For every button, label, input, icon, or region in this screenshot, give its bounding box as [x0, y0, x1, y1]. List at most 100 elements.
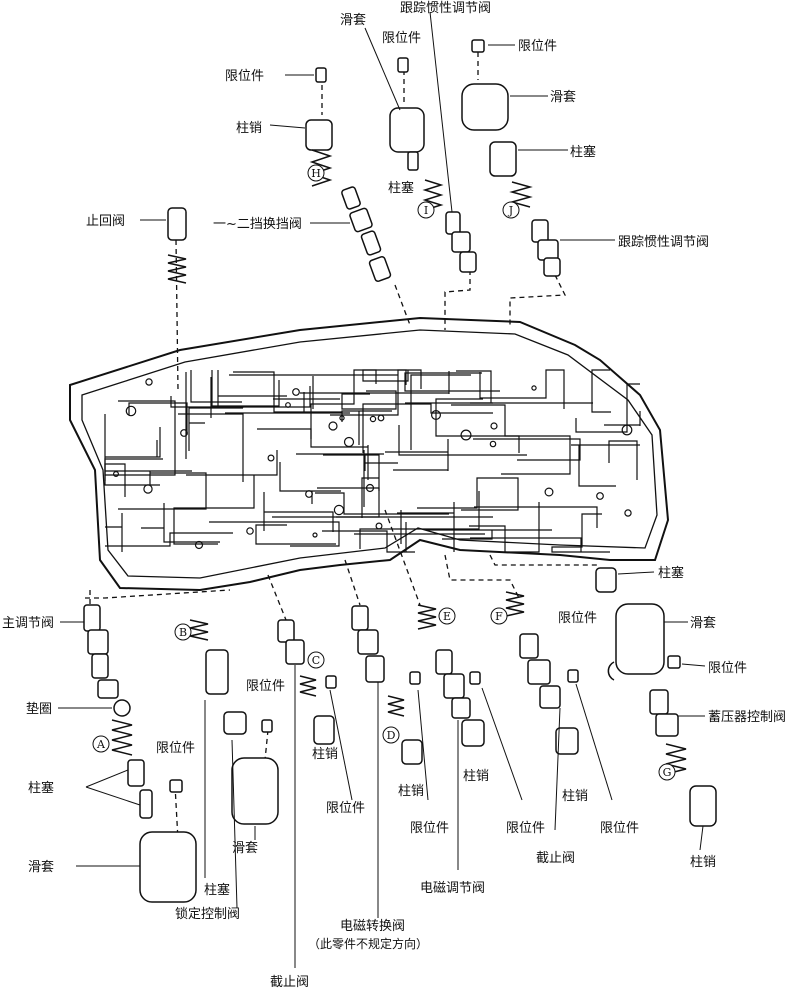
valve-spool-icon: [445, 211, 461, 235]
marker-h: H: [311, 167, 321, 180]
oil-channel: [470, 537, 582, 552]
label-sleeve-right: 滑套: [690, 615, 716, 631]
oil-channel: [451, 404, 571, 475]
bolt-hole: [333, 504, 345, 516]
oil-channel: [233, 371, 342, 413]
bolt-hole: [544, 487, 554, 497]
oil-channel: [473, 438, 581, 461]
plunger-icon: [127, 759, 145, 787]
oil-channels: [104, 369, 641, 553]
pin-icon: [305, 119, 333, 151]
bolt-hole: [328, 421, 338, 431]
valve-spool-icon: [649, 689, 669, 715]
valve-spool-icon: [277, 619, 295, 643]
pin-icon: [313, 715, 335, 745]
pin-icon: [461, 719, 485, 747]
marker-e: E: [443, 610, 451, 623]
bolt-hole: [194, 540, 204, 550]
label-sleeve-j: 滑套: [550, 89, 576, 105]
oil-channel: [426, 529, 552, 540]
stopper-icon: [607, 661, 615, 681]
bolt-hole: [624, 509, 632, 517]
marker-a: A: [96, 738, 106, 751]
oil-channel: [435, 398, 520, 453]
oil-channel: [608, 440, 638, 480]
oil-channel: [322, 530, 415, 553]
label-stopper-right: 限位件: [708, 661, 747, 676]
bolt-hole: [285, 402, 291, 408]
bolt-hole: [143, 484, 153, 494]
spring-icon: [387, 695, 405, 717]
bolt-hole: [490, 422, 498, 430]
label-stopper-j: 限位件: [518, 39, 557, 54]
step-marker-letters: H I J A B C D E F G: [96, 167, 671, 779]
label-stopper-e: 限位件: [506, 821, 545, 836]
bolt-hole: [596, 492, 604, 500]
oil-channel: [551, 513, 610, 553]
label-stopper-f2: 限位件: [600, 821, 639, 836]
label-pin-f: 柱销: [562, 789, 588, 804]
label-stopper-d: 限位件: [410, 821, 449, 836]
part-labels: 滑套 跟踪惯性调节阀 限位件 限位件 限位件 滑套 柱销 柱塞 柱塞 止回阀 一…: [2, 0, 786, 990]
label-stopper-b: 限位件: [246, 679, 285, 694]
sleeve-icon: [389, 107, 425, 153]
marker-j: J: [508, 204, 513, 217]
oil-channel: [178, 413, 244, 482]
label-inertia-valve-right: 跟踪惯性调节阀: [618, 234, 709, 250]
label-no-orientation-note: （此零件不规定方向）: [308, 936, 428, 951]
label-plunger-a: 柱塞: [28, 780, 54, 796]
label-lockup-control-valve: 锁定控制阀: [175, 906, 240, 922]
spring-icon: [505, 591, 525, 617]
oil-channel: [211, 370, 280, 407]
oil-channel: [141, 503, 220, 543]
sleeve-icon: [615, 603, 665, 675]
oil-channel: [417, 477, 519, 511]
oil-channel: [209, 521, 340, 547]
label-cutoff-valve-b: 截止阀: [270, 975, 309, 990]
pin-icon: [555, 727, 579, 755]
bolt-hole: [125, 405, 137, 417]
spring-icon: [299, 675, 317, 697]
components: [83, 39, 717, 903]
plunger-icon: [205, 649, 229, 695]
washer-icon: [113, 699, 131, 717]
label-stopper-c: 限位件: [326, 801, 365, 816]
oil-channel: [341, 390, 397, 410]
marker-i: I: [424, 204, 428, 217]
oil-channel: [263, 492, 334, 532]
bolt-hole: [621, 424, 633, 436]
sleeve-icon: [139, 831, 197, 903]
oil-channel: [128, 402, 188, 435]
oil-channel: [188, 407, 243, 451]
check-valve-icon: [167, 207, 187, 241]
spring-icon: [309, 149, 333, 187]
oil-channel: [257, 428, 369, 480]
label-pin-g: 柱销: [690, 855, 716, 870]
oil-channel: [104, 414, 160, 486]
oil-channel: [341, 410, 392, 445]
label-pin-h: 柱销: [236, 121, 262, 136]
oil-channel: [272, 487, 380, 518]
stopper-icon: [471, 39, 485, 53]
sleeve-icon: [231, 757, 279, 825]
label-washer: 垫圈: [26, 701, 52, 717]
oil-channel: [362, 369, 409, 385]
label-plunger-right: 柱塞: [658, 565, 684, 581]
valve-spool-icon: [435, 649, 453, 675]
oil-channel: [315, 492, 449, 515]
bolt-hole: [460, 429, 472, 441]
label-pin-e: 柱销: [463, 769, 489, 784]
marker-f: F: [495, 610, 503, 623]
step-markers: [92, 164, 676, 781]
marker-b: B: [179, 626, 187, 639]
oil-channel: [217, 370, 287, 408]
spring-icon: [665, 743, 687, 775]
oil-channel: [105, 513, 123, 552]
label-stopper-h: 限位件: [225, 69, 264, 84]
valve-spool-icon: [223, 711, 247, 735]
label-1-2-shift-valve: 一~二挡换挡阀: [213, 217, 302, 232]
bolt-hole: [112, 471, 119, 478]
label-pin-d: 柱销: [398, 784, 424, 799]
stopper-icon: [261, 719, 273, 733]
oil-channel: [173, 475, 255, 545]
